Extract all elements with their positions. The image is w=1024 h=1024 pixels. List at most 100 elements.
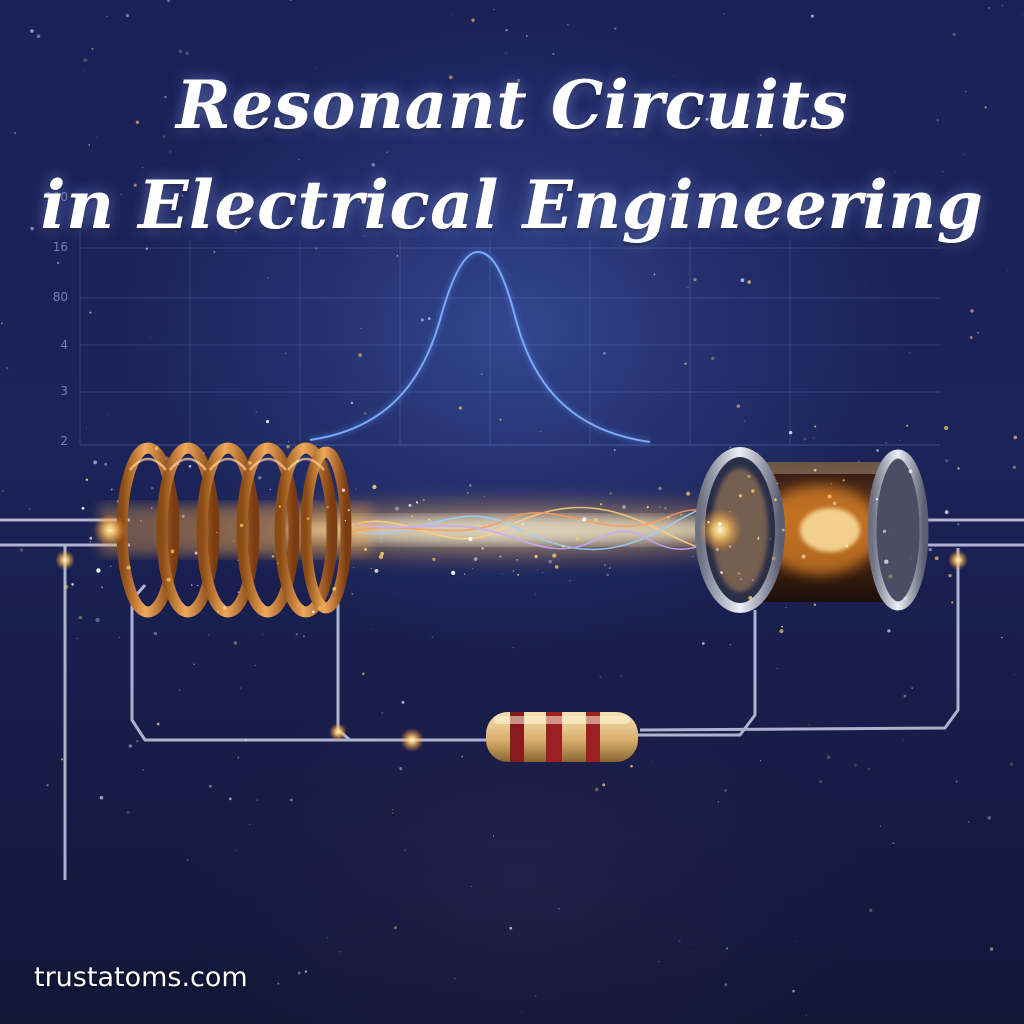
star-dot	[499, 418, 502, 421]
star-dot	[208, 634, 210, 636]
spark-dot	[96, 568, 101, 573]
star-dot	[162, 135, 166, 139]
star-dot	[736, 404, 740, 408]
star-dot	[88, 144, 91, 146]
spark-dot	[428, 519, 430, 521]
star-dot	[185, 51, 189, 55]
spark-dot	[748, 596, 753, 600]
spark-dot	[216, 610, 220, 613]
star-dot	[78, 615, 82, 620]
star-dot	[498, 469, 500, 470]
star-dot	[391, 812, 394, 814]
graph-y-tick: 80	[52, 290, 68, 304]
spark-dot	[751, 579, 754, 581]
star-dot	[669, 197, 673, 201]
star-dot	[835, 112, 837, 115]
spark-dot	[771, 556, 776, 561]
spark-dot	[943, 425, 949, 431]
star-dot	[371, 629, 372, 630]
spark-dot	[845, 544, 849, 548]
star-dot	[729, 446, 731, 448]
star-dot	[84, 69, 86, 71]
graph-y-tick: 4	[60, 338, 68, 352]
spark-dot	[347, 508, 350, 512]
star-dot	[339, 950, 342, 953]
spark-dot	[517, 573, 520, 576]
spark-dot	[747, 474, 751, 478]
spark-dot	[884, 559, 889, 564]
star-dot	[120, 193, 123, 196]
star-dot	[233, 641, 238, 645]
spark-dot	[718, 522, 722, 526]
star-dot	[525, 35, 528, 37]
star-dot	[151, 486, 154, 490]
star-dot	[602, 783, 606, 787]
graph-y-tick: 2	[60, 434, 68, 448]
star-dot	[19, 548, 24, 552]
spark-dot	[757, 537, 760, 540]
star-dot	[110, 488, 113, 491]
spark-dot	[728, 510, 731, 513]
star-dot	[805, 1014, 807, 1016]
star-dot	[285, 352, 287, 354]
star-dot	[295, 633, 298, 636]
star-dot	[164, 95, 167, 99]
star-dot	[86, 428, 87, 429]
star-dot	[911, 687, 913, 689]
star-dot	[1009, 762, 1014, 766]
spark-dot	[516, 559, 518, 561]
spark-dot	[739, 578, 742, 581]
spark-dot	[707, 521, 710, 524]
star-dot	[454, 978, 456, 980]
star-dot	[747, 280, 751, 284]
star-dot	[388, 91, 391, 94]
star-dot	[1006, 270, 1008, 272]
star-dot	[431, 636, 434, 639]
star-dot	[906, 424, 909, 427]
spark-dot	[521, 522, 525, 526]
spark-dot	[551, 526, 553, 528]
star-dot	[30, 29, 34, 33]
spark-dot	[258, 476, 262, 480]
spark-dot	[827, 494, 832, 499]
star-dot	[552, 52, 555, 55]
star-dot	[125, 14, 129, 18]
spark-dot	[813, 468, 817, 472]
spark-dot	[875, 498, 878, 501]
spark-dot	[118, 636, 120, 638]
star-dot	[289, 0, 292, 2]
star-dot	[792, 989, 795, 993]
star-dot	[867, 767, 870, 771]
spark-dot	[715, 547, 719, 552]
spark-dot	[140, 520, 142, 522]
star-dot	[808, 724, 810, 726]
star-dot	[962, 153, 965, 156]
spark-dot	[248, 460, 252, 465]
star-dot	[693, 278, 697, 282]
spark-dot	[781, 625, 783, 628]
spark-dot	[604, 564, 606, 566]
spark-dot	[326, 505, 329, 509]
star-dot	[723, 13, 725, 15]
star-dot	[945, 459, 949, 463]
star-dot	[956, 523, 960, 526]
star-dot	[299, 126, 301, 128]
star-dot	[357, 199, 360, 202]
star-dot	[895, 170, 896, 172]
star-dot	[249, 824, 251, 826]
star-dot	[396, 254, 399, 257]
spark-dot	[499, 555, 502, 558]
spark-dot	[666, 515, 670, 519]
spark-dot	[239, 523, 244, 528]
star-dot	[5, 367, 9, 370]
spark-dot	[237, 591, 240, 593]
star-dot	[516, 78, 521, 83]
star-dot	[360, 328, 362, 330]
spark-dot	[71, 583, 74, 586]
star-dot	[83, 58, 87, 62]
star-dot	[505, 52, 507, 55]
star-dot	[558, 908, 560, 910]
star-dot	[358, 353, 363, 357]
star-dot	[892, 434, 894, 436]
star-dot	[315, 67, 316, 68]
